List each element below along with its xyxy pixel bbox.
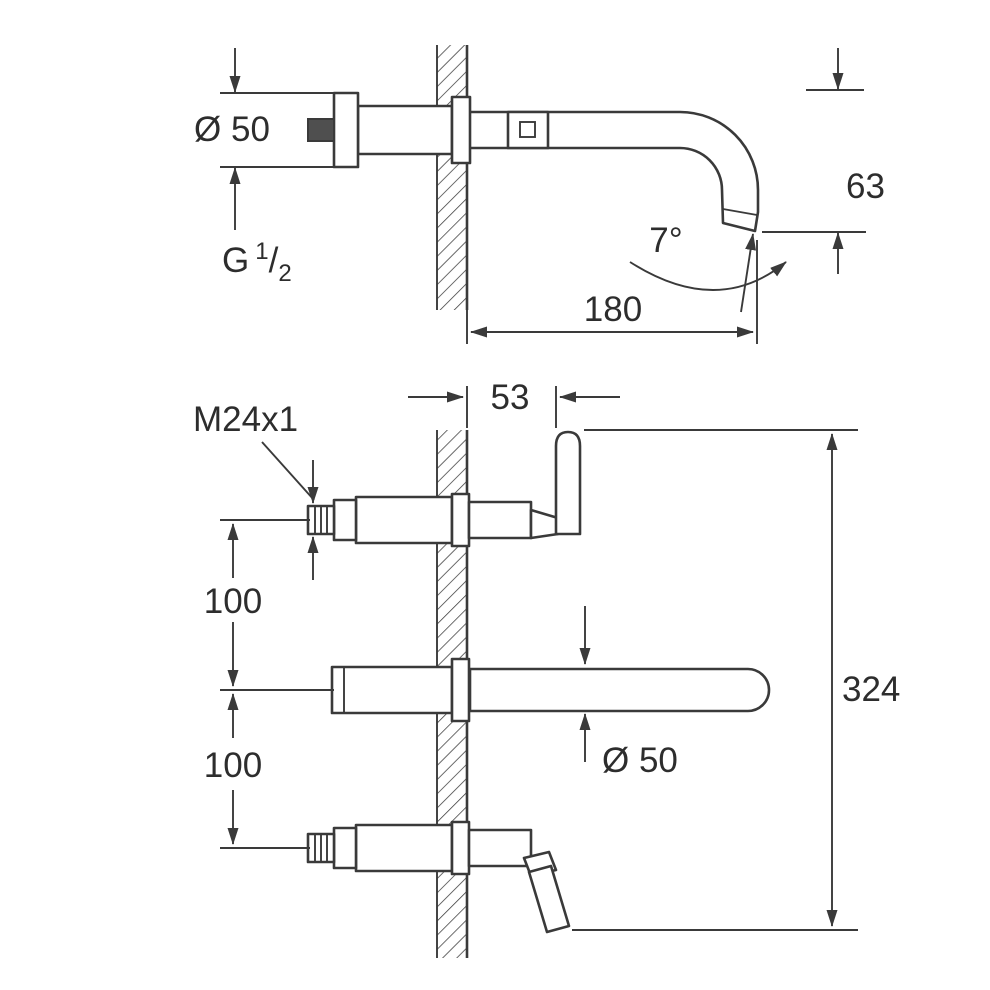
dim-label-7deg: 7° (649, 221, 682, 260)
dim-angle-7: 7° (629, 221, 787, 313)
mixer-body-front (330, 665, 454, 715)
dim-depth-53: 53 (408, 378, 620, 428)
dim-thread-m24: M24x1 (193, 400, 319, 580)
upper-valve-housing (467, 500, 533, 540)
lower-valve-ring (332, 826, 358, 870)
upper-lever-handle (554, 430, 582, 536)
dim-label-53: 53 (491, 378, 530, 417)
spout-connector-detail (519, 121, 536, 138)
dim-label-63: 63 (846, 167, 885, 206)
valve-ring-side (332, 91, 360, 169)
spout-connector-box (506, 110, 550, 150)
lower-valve (306, 820, 571, 934)
upper-valve-flange (450, 492, 471, 548)
lower-lever-handle (527, 864, 571, 934)
dim-projection-180: 180 (470, 240, 758, 344)
front-view: 53 M24x1 100 100 Ø 50 (193, 378, 900, 958)
dim-height-324: 324 (572, 429, 900, 931)
dim-label-100-upper: 100 (204, 582, 262, 621)
dim-height-63: 63 (762, 48, 885, 274)
spout-mouth-line (722, 208, 758, 216)
valve-flange-side (450, 95, 472, 165)
dim-label-dia50-top: Ø 50 (194, 110, 270, 149)
dim-label-100-lower: 100 (204, 746, 262, 785)
dim-label-m24x1: M24x1 (193, 400, 298, 439)
dim-label-dia50-front: Ø 50 (602, 741, 678, 780)
dim-label-324: 324 (842, 670, 900, 709)
upper-valve-body (354, 495, 454, 545)
dim-spacing-100-lower: 100 (204, 693, 310, 849)
dim-diameter-50-top: Ø 50 (194, 48, 356, 230)
lower-valve-housing (467, 828, 533, 868)
dim-label-180: 180 (584, 290, 642, 329)
dim-spacing-100-upper: 100 (204, 519, 334, 691)
dim-diameter-50-front: Ø 50 (579, 606, 678, 780)
upper-valve-ring (332, 498, 358, 542)
upper-lever-joint (529, 508, 560, 540)
spout-flange-front (450, 657, 471, 723)
lower-valve-flange (450, 820, 471, 876)
valve-thread-stub (307, 118, 335, 142)
wall-hatch-top (437, 45, 467, 310)
lower-valve-body (354, 823, 454, 873)
valve-body-side (356, 104, 454, 156)
middle-spout (330, 657, 771, 723)
upper-valve (306, 430, 582, 548)
spout-front-outline (468, 667, 771, 713)
